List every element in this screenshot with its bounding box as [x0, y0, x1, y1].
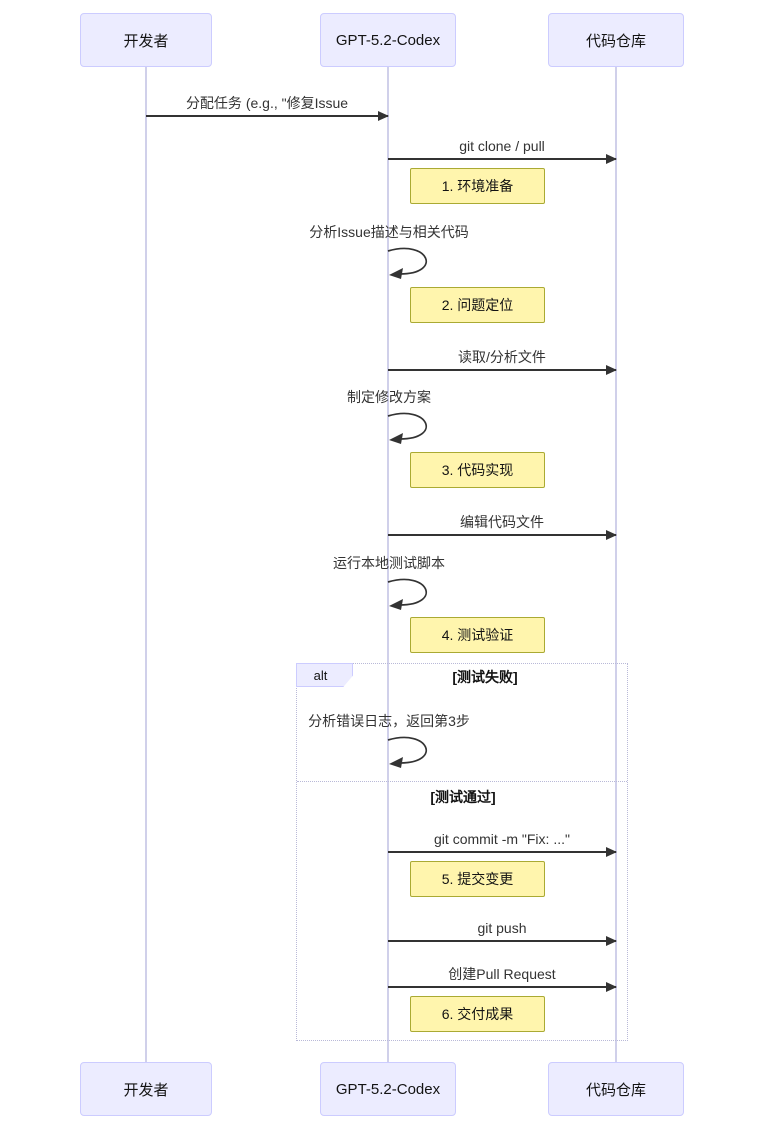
arrow-right [388, 365, 617, 375]
note-label: 5. 提交变更 [441, 871, 514, 887]
alt-condition-pass: [测试通过] [430, 789, 496, 805]
arrow-right [146, 111, 389, 121]
message-label: git push [477, 920, 527, 936]
self-loop-arrow [387, 247, 428, 279]
actor-top-agent: GPT-5.2-Codex [320, 13, 456, 67]
self-message-analyze-errors: 分析错误日志，返回第3步 [308, 713, 470, 729]
self-message-analyze-issue: 分析Issue描述与相关代码 [309, 224, 469, 240]
actor-bottom-agent: GPT-5.2-Codex [320, 1062, 456, 1116]
note-6: 6. 交付成果 [410, 996, 545, 1032]
self-message-run-tests: 运行本地测试脚本 [333, 555, 445, 571]
self-loop-arrow [387, 736, 428, 768]
note-label: 1. 环境准备 [441, 178, 514, 194]
note-label: 4. 测试验证 [441, 627, 514, 643]
note-4: 4. 测试验证 [410, 617, 545, 653]
message-label: 分配任务 (e.g., "修复Issue [185, 95, 349, 111]
message-create-pr: 创建Pull Request [388, 966, 617, 992]
alt-frame-label: alt [296, 663, 353, 687]
message-label: 读取/分析文件 [458, 349, 546, 365]
actor-label: GPT-5.2-Codex [335, 31, 441, 49]
note-5: 5. 提交变更 [410, 861, 545, 897]
alt-condition-fail: [测试失败] [452, 669, 518, 685]
actor-bottom-developer: 开发者 [80, 1062, 212, 1116]
actor-label: 代码仓库 [585, 1081, 646, 1099]
message-git-commit: git commit -m "Fix: ..." [388, 831, 617, 857]
message-git-push: git push [388, 920, 617, 946]
lifeline-repo [615, 67, 617, 1062]
lifeline-agent [387, 67, 389, 1062]
actor-label: 开发者 [123, 1081, 169, 1099]
note-1: 1. 环境准备 [410, 168, 545, 204]
message-label: 创建Pull Request [448, 966, 556, 982]
actor-label: 开发者 [123, 32, 169, 50]
actor-top-repo: 代码仓库 [548, 13, 684, 67]
self-loop-arrow [387, 578, 428, 610]
note-label: 2. 问题定位 [441, 297, 514, 313]
arrow-right [388, 936, 617, 946]
message-assign-task: 分配任务 (e.g., "修复Issue [146, 95, 389, 121]
message-label: 编辑代码文件 [460, 514, 544, 530]
alt-section-divider [297, 781, 627, 782]
arrow-right [388, 847, 617, 857]
actor-bottom-repo: 代码仓库 [548, 1062, 684, 1116]
actor-label: GPT-5.2-Codex [335, 1080, 441, 1098]
alt-frame: alt [测试失败] [测试通过] [296, 663, 628, 1041]
message-label: git commit -m "Fix: ..." [434, 831, 570, 847]
actor-top-developer: 开发者 [80, 13, 212, 67]
message-label: git clone / pull [459, 138, 545, 154]
self-message-plan: 制定修改方案 [347, 389, 431, 405]
arrow-right [388, 530, 617, 540]
note-label: 6. 交付成果 [441, 1006, 514, 1022]
message-edit-files: 编辑代码文件 [388, 514, 617, 540]
note-label: 3. 代码实现 [441, 462, 514, 478]
self-loop-arrow [387, 412, 428, 444]
message-read-files: 读取/分析文件 [388, 349, 617, 375]
arrow-right [388, 154, 617, 164]
lifeline-developer [145, 67, 147, 1062]
actor-label: 代码仓库 [585, 32, 646, 50]
arrow-right [388, 982, 617, 992]
message-git-clone: git clone / pull [388, 138, 617, 164]
note-3: 3. 代码实现 [410, 452, 545, 488]
note-2: 2. 问题定位 [410, 287, 545, 323]
